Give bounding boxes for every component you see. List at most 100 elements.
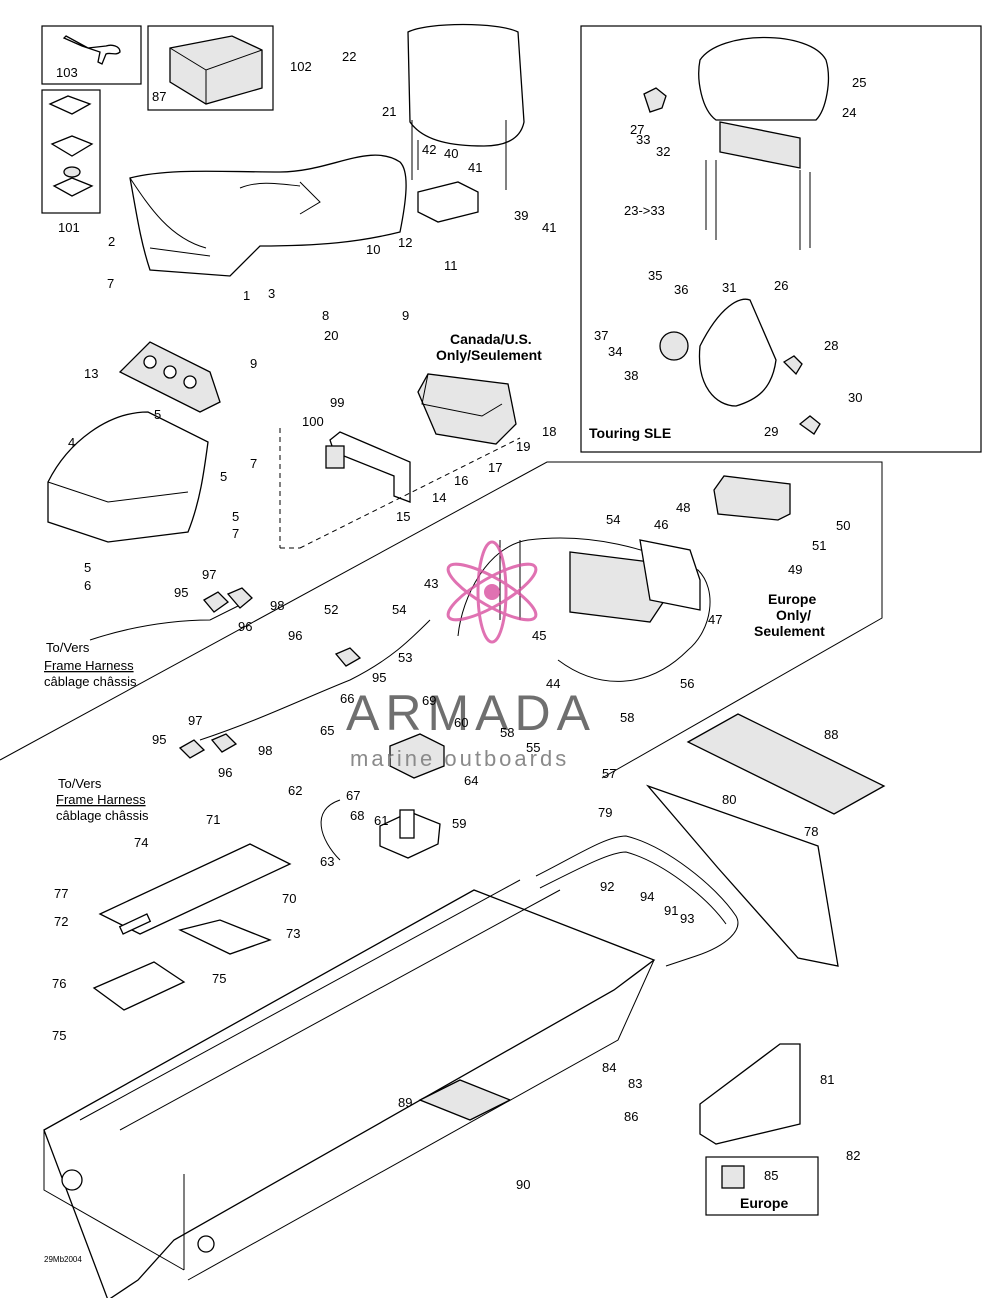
callout-44: 44 (546, 676, 560, 691)
switch-60 (379, 733, 445, 859)
inset-box-101 (41, 89, 101, 214)
callout-47: 47 (708, 612, 722, 627)
harness-bot-1: To/Vers (58, 776, 102, 791)
europe-panel-border (0, 461, 883, 779)
harness-top-2: Frame Harness (44, 658, 134, 673)
watermark-logo (446, 540, 538, 644)
bracket-13 (118, 341, 221, 413)
callout-61: 61 (374, 813, 388, 828)
caption-europe-only-1: Europe (768, 591, 816, 607)
callout-33: 33 (636, 132, 650, 147)
callout-84: 84 (602, 1060, 616, 1075)
callout-18: 18 (542, 424, 556, 439)
callout-70: 70 (282, 891, 296, 906)
callout-79: 79 (598, 805, 612, 820)
callout-6: 6 (84, 578, 91, 593)
callout-58b: 58 (500, 725, 514, 740)
callout-53: 53 (398, 650, 412, 665)
callout-23: 23->33 (624, 203, 665, 218)
handle-92 (535, 835, 739, 967)
callout-83: 83 (628, 1076, 642, 1091)
callout-96c: 96 (218, 765, 232, 780)
callout-34: 34 (608, 344, 622, 359)
callout-22: 22 (342, 49, 356, 64)
callout-52: 52 (324, 602, 338, 617)
callout-19: 19 (516, 439, 530, 454)
plate-72 (98, 843, 292, 935)
seat-assembly (129, 154, 407, 277)
bracket-15 (325, 431, 411, 503)
callout-12: 12 (398, 235, 412, 250)
callout-65: 65 (320, 723, 334, 738)
callout-72: 72 (54, 914, 68, 929)
callout-41b: 41 (542, 220, 556, 235)
callout-38: 38 (624, 368, 638, 383)
harness-wire (89, 587, 431, 759)
callout-25: 25 (852, 75, 866, 90)
callout-30: 30 (848, 390, 862, 405)
callout-27: 27 (630, 122, 644, 137)
callout-76: 76 (52, 976, 66, 991)
callout-96b: 96 (288, 628, 302, 643)
flap-78 (645, 784, 839, 967)
callout-90: 90 (516, 1177, 530, 1192)
callout-48: 48 (676, 500, 690, 515)
touring-box (580, 25, 982, 453)
callout-66: 66 (340, 691, 354, 706)
caption-canada-1: Canada/U.S. (450, 331, 532, 347)
watermark-subtitle: marine outboards (350, 746, 569, 771)
callout-7a: 7 (107, 276, 114, 291)
callout-100: 100 (302, 414, 324, 429)
callout-17: 17 (488, 460, 502, 475)
callout-24: 24 (842, 105, 856, 120)
callout-96a: 96 (238, 619, 252, 634)
callout-93: 93 (680, 911, 694, 926)
caption-touring: Touring SLE (589, 425, 671, 441)
callout-36: 36 (674, 282, 688, 297)
callout-45: 45 (532, 628, 546, 643)
caption-canada-2: Only/Seulement (436, 347, 542, 363)
callout-40: 40 (444, 146, 458, 161)
callout-1: 1 (243, 288, 250, 303)
callout-95c: 95 (152, 732, 166, 747)
callout-62: 62 (288, 783, 302, 798)
callout-57: 57 (602, 766, 616, 781)
callout-7c: 7 (232, 526, 239, 541)
callout-21: 21 (382, 104, 396, 119)
callout-46: 46 (654, 517, 668, 532)
callout-73: 73 (286, 926, 300, 941)
callout-82: 82 (846, 1148, 860, 1163)
callout-5a: 5 (154, 407, 161, 422)
callout-80: 80 (722, 792, 736, 807)
callout-103: 103 (56, 65, 78, 80)
callout-15: 15 (396, 509, 410, 524)
taillight-49 (713, 475, 791, 521)
callout-56: 56 (680, 676, 694, 691)
callout-85: 85 (764, 1168, 778, 1183)
callout-98a: 98 (270, 598, 284, 613)
callout-55: 55 (526, 740, 540, 755)
figure-code: 29Mb2004 (44, 1255, 82, 1264)
callout-42: 42 (422, 142, 436, 157)
callout-54a: 54 (606, 512, 620, 527)
callout-9b: 9 (250, 356, 257, 371)
callout-99: 99 (330, 395, 344, 410)
callout-88: 88 (824, 727, 838, 742)
callout-60: 60 (454, 715, 468, 730)
watermark-title: ARMADA (346, 685, 596, 741)
callout-11: 11 (444, 258, 458, 273)
callout-43: 43 (424, 576, 438, 591)
callout-86: 86 (624, 1109, 638, 1124)
callout-9a: 9 (402, 308, 409, 323)
callout-7b: 7 (250, 456, 257, 471)
callout-59: 59 (452, 816, 466, 831)
callout-78: 78 (804, 824, 818, 839)
harness-bot-3: câblage châssis (56, 808, 149, 823)
callout-87: 87 (152, 89, 166, 104)
caption-europe-box: Europe (740, 1195, 788, 1211)
callout-68: 68 (350, 808, 364, 823)
callout-97a: 97 (202, 567, 216, 582)
callout-69: 69 (422, 693, 436, 708)
